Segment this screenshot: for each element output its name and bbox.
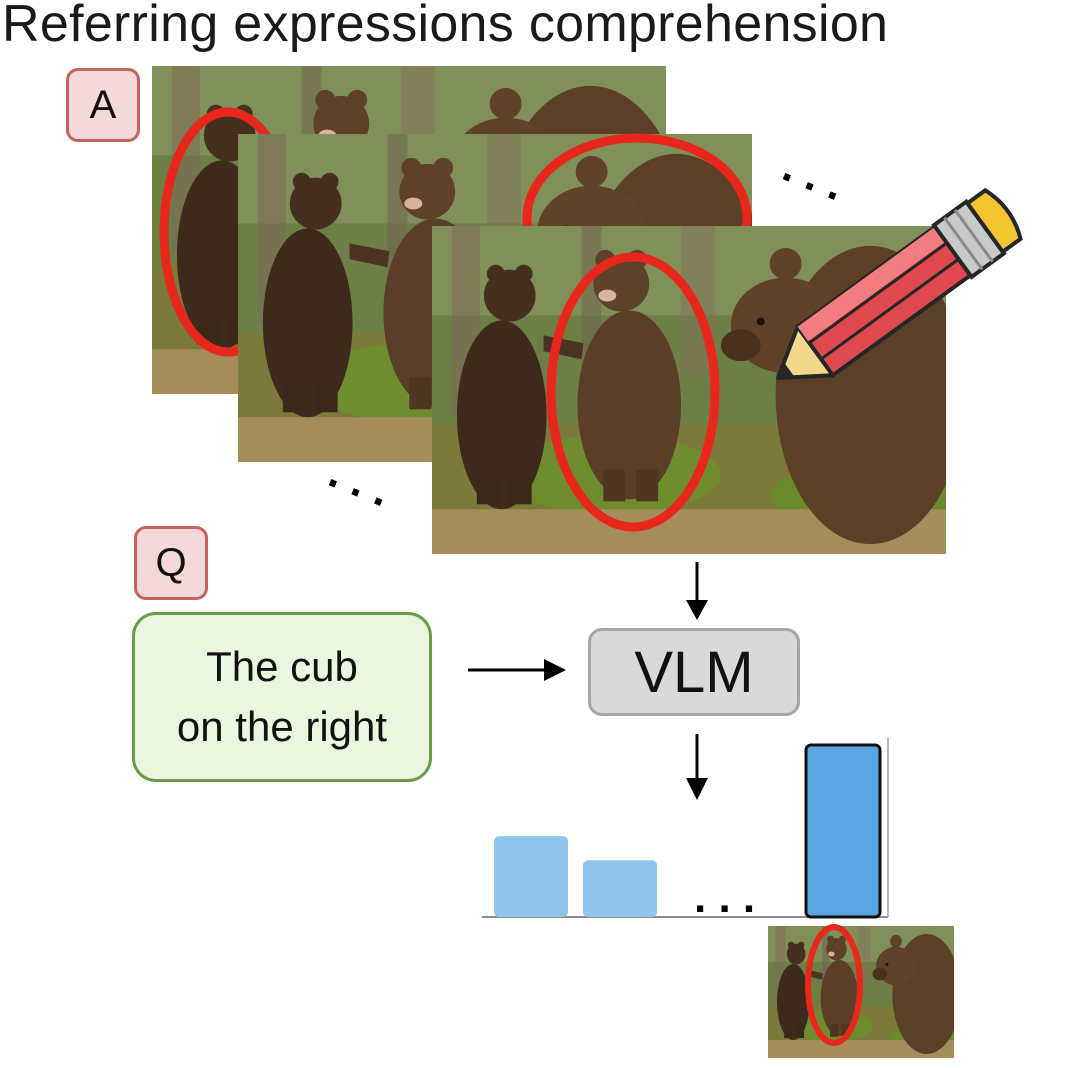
score-bar-2 <box>583 860 657 917</box>
arrow-query-to-vlm <box>468 659 566 681</box>
answers-tag: A <box>66 68 140 142</box>
ellipsis-bars: . . . <box>694 873 755 922</box>
pencil-icon <box>776 187 1023 380</box>
marker-ellipse-front <box>546 252 720 532</box>
diagram-title: Referring expressions comprehension <box>2 0 889 53</box>
marker-ellipse-result <box>805 924 863 1046</box>
question-tag: Q <box>134 526 208 600</box>
query-line-1: The cub <box>206 643 358 691</box>
arrow-vlm-to-scores <box>686 734 708 800</box>
query-box: The cub on the right <box>132 612 432 782</box>
vlm-label: VLM <box>634 639 754 705</box>
vlm-box: VLM <box>588 628 800 716</box>
query-line-2: on the right <box>176 703 388 750</box>
arrow-photo-to-vlm <box>686 562 708 620</box>
score-bar-1 <box>494 836 568 917</box>
score-bar-selected <box>804 743 882 919</box>
